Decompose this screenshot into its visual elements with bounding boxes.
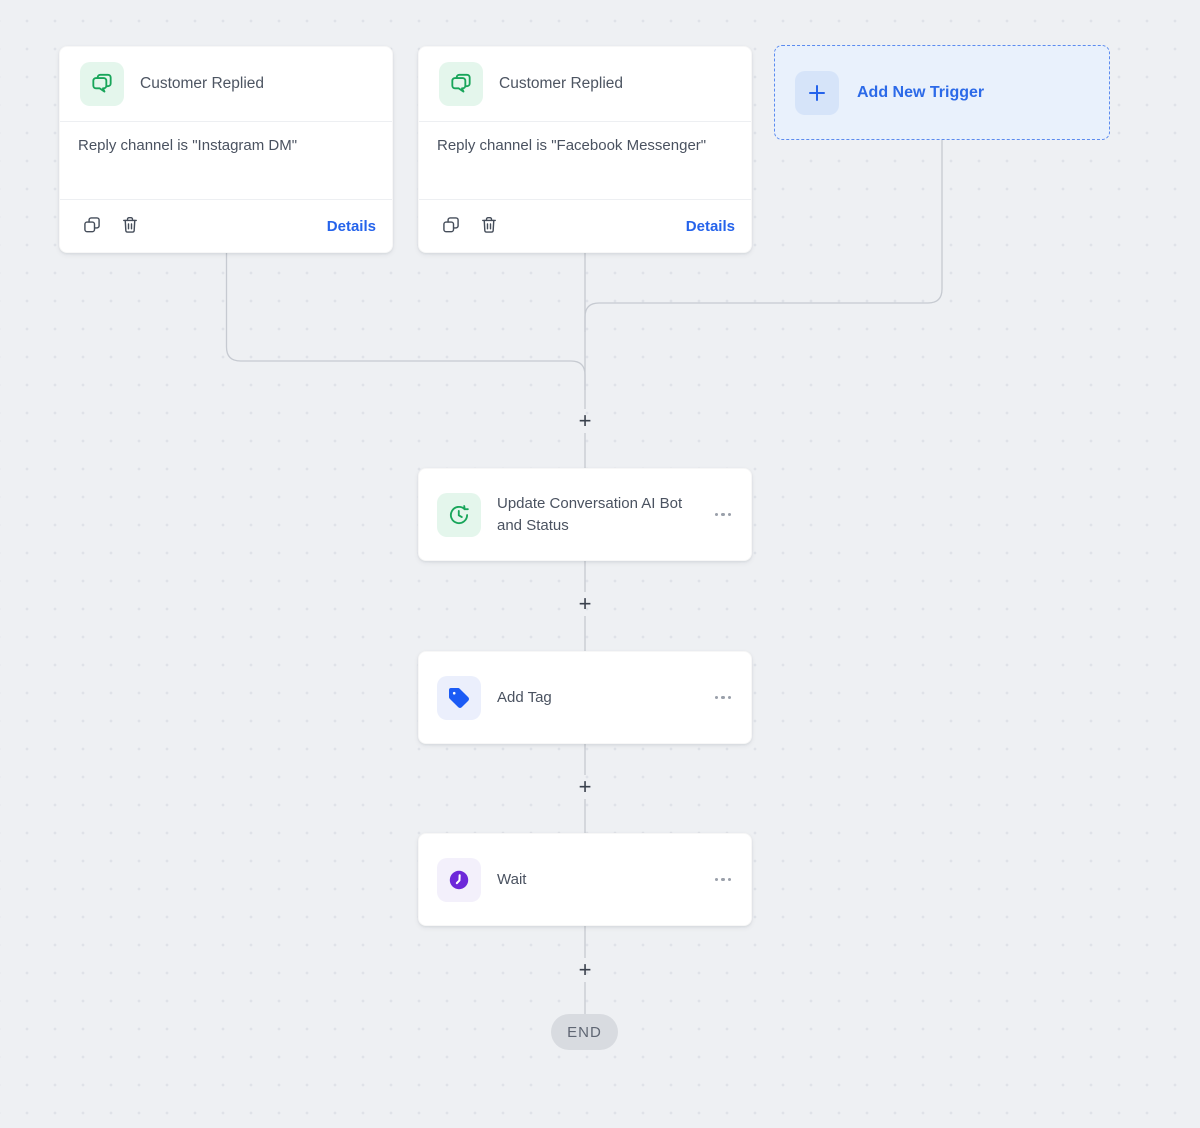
add-new-trigger-label: Add New Trigger <box>857 83 985 101</box>
add-step-button[interactable]: + <box>578 591 592 616</box>
more-options-button[interactable] <box>713 690 734 706</box>
trash-icon <box>479 215 499 238</box>
duplicate-button[interactable] <box>76 210 108 242</box>
action-card-add-tag[interactable]: Add Tag <box>418 651 752 744</box>
copy-icon <box>441 215 461 238</box>
delete-button[interactable] <box>114 210 146 242</box>
trigger-condition: Reply channel is "Instagram DM" <box>60 122 392 200</box>
trigger-card-header: Customer Replied <box>419 47 751 122</box>
action-title: Update Conversation AI Bot and Status <box>497 494 683 534</box>
trigger-title: Customer Replied <box>499 75 624 92</box>
trigger-card-instagram-dm[interactable]: Customer Replied Reply channel is "Insta… <box>59 46 393 253</box>
copy-icon <box>82 215 102 238</box>
connector-trigger1 <box>225 253 586 390</box>
add-step-button[interactable]: + <box>578 774 592 799</box>
clock-icon <box>437 857 481 902</box>
action-title: Add Tag <box>497 688 552 706</box>
trigger-card-footer: Details <box>60 200 392 252</box>
add-new-trigger-button[interactable]: Add New Trigger <box>774 45 1110 140</box>
chat-bubbles-icon <box>80 62 124 106</box>
details-link[interactable]: Details <box>326 217 376 235</box>
trash-icon <box>120 215 140 238</box>
action-card-wait[interactable]: Wait <box>418 833 752 926</box>
details-link[interactable]: Details <box>685 217 735 235</box>
action-card-update-conversation-ai-bot[interactable]: Update Conversation AI Bot and Status <box>418 468 752 561</box>
ellipsis-icon <box>714 695 731 700</box>
trigger-title: Customer Replied <box>140 75 265 92</box>
more-options-button[interactable] <box>713 872 734 888</box>
tag-icon <box>437 675 481 720</box>
ellipsis-icon <box>714 877 731 882</box>
trigger-card-header: Customer Replied <box>60 47 392 122</box>
delete-button[interactable] <box>473 210 505 242</box>
trigger-card-footer: Details <box>419 200 751 252</box>
ellipsis-icon <box>714 512 731 517</box>
history-clock-icon <box>437 492 481 537</box>
add-step-button[interactable]: + <box>578 408 592 433</box>
plus-icon <box>795 70 839 115</box>
trigger-card-facebook-messenger[interactable]: Customer Replied Reply channel is "Faceb… <box>418 46 752 253</box>
trigger-condition: Reply channel is "Facebook Messenger" <box>419 122 751 200</box>
more-options-button[interactable] <box>713 507 734 523</box>
action-title: Wait <box>497 870 527 888</box>
end-node: END <box>551 1014 618 1050</box>
add-step-button[interactable]: + <box>578 957 592 982</box>
chat-bubbles-icon <box>439 62 483 106</box>
duplicate-button[interactable] <box>435 210 467 242</box>
